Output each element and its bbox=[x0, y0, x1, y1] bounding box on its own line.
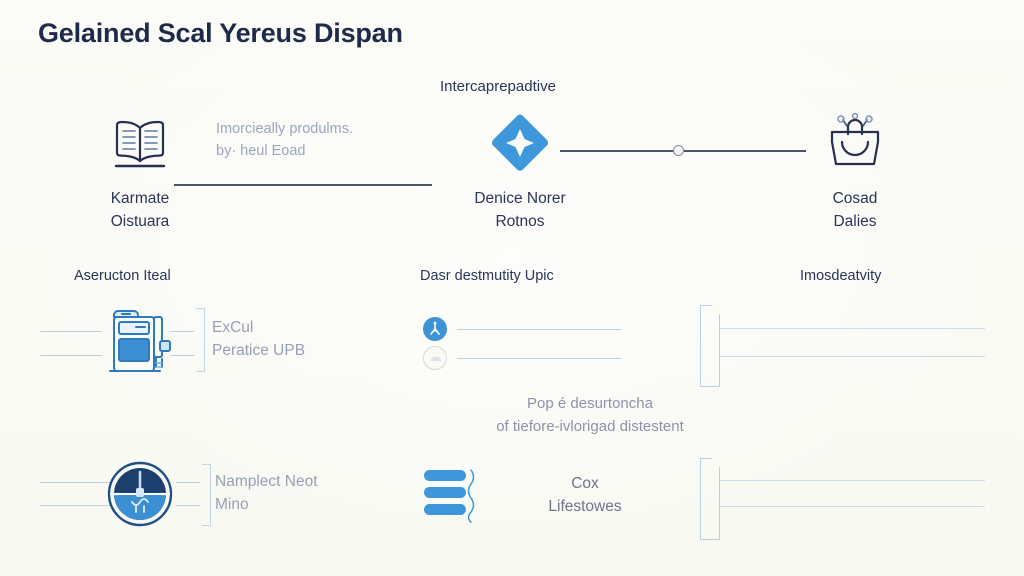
flow-node-output-label-line2: Dalies bbox=[833, 212, 877, 230]
section-header-right: Imosdeatvity bbox=[800, 268, 882, 284]
kiosk-machine-icon bbox=[100, 303, 180, 379]
placeholder-rule bbox=[40, 355, 102, 357]
flow-annotation-line2: by· heul Eoad bbox=[216, 143, 306, 160]
left-top-row-label-line1: ExCul bbox=[212, 319, 254, 336]
middle-bottom-row-label: Cox Lifestowes bbox=[505, 472, 665, 519]
placeholder-rule bbox=[170, 355, 194, 357]
placeholder-rule bbox=[170, 331, 194, 333]
page-document-icon bbox=[700, 304, 721, 387]
middle-column-caption-line2: of tiefore-ivlorigad distestent bbox=[496, 418, 684, 436]
placeholder-rule bbox=[720, 356, 985, 358]
placeholder-rule bbox=[176, 482, 200, 484]
placeholder-rule bbox=[720, 480, 985, 482]
flow-annotation: Imorcieally produlms. by· heul Eoad bbox=[216, 118, 446, 162]
placeholder-rule bbox=[176, 505, 200, 507]
flow-node-source-label: Karmate Oistuara bbox=[40, 188, 240, 234]
avatar-filled[interactable] bbox=[423, 317, 447, 341]
left-bottom-row-label-line1: Namplect Neot bbox=[215, 473, 318, 490]
arrow-source-to-process bbox=[174, 178, 442, 192]
page-title: Gelained Scal Yereus Dispan bbox=[38, 18, 403, 48]
section-header-left: Aseructon Iteal bbox=[74, 268, 171, 284]
middle-column-caption-line1: Pop é desurtoncha bbox=[527, 395, 653, 412]
flow-node-output-label-line1: Cosad bbox=[832, 190, 878, 207]
group-bracket bbox=[202, 464, 211, 526]
middle-column-caption: Pop é desurtoncha of tiefore-ivlorigad d… bbox=[455, 392, 725, 439]
blue-diamond-star-icon bbox=[420, 104, 620, 182]
group-bracket bbox=[196, 308, 205, 372]
flow-node-source-label-line1: Karmate bbox=[110, 190, 170, 207]
flow-node-process-label-line1: Denice Norer bbox=[474, 190, 566, 207]
globe-gauge-icon bbox=[106, 460, 174, 528]
basket-icon bbox=[755, 104, 955, 182]
placeholder-rule bbox=[40, 482, 110, 484]
placeholder-rule bbox=[457, 329, 621, 331]
flow-node-process-label-line2: Rotnos bbox=[495, 212, 545, 230]
placeholder-rule bbox=[457, 358, 621, 360]
placeholder-rule bbox=[720, 328, 985, 330]
left-bottom-row-label-line2: Mino bbox=[215, 496, 249, 514]
left-top-row-label-line2: Peratice UPB bbox=[212, 342, 306, 360]
placeholder-rule bbox=[720, 506, 985, 508]
avatar-outline[interactable] bbox=[423, 346, 447, 370]
flow-node-output[interactable]: Cosad Dalies bbox=[755, 104, 955, 234]
process-overlabel: Intercaprepadtive bbox=[440, 78, 556, 95]
placeholder-rule bbox=[40, 505, 110, 507]
flow-node-source-label-line2: Oistuara bbox=[110, 212, 170, 230]
page-document-icon bbox=[700, 457, 721, 540]
arrow-midpoint-dot bbox=[673, 145, 684, 156]
open-book-icon bbox=[40, 104, 240, 182]
flow-node-process[interactable]: Denice Norer Rotnos bbox=[420, 104, 620, 234]
section-header-middle: Dasr destmutity Upic bbox=[420, 268, 554, 284]
flow-node-source[interactable]: Karmate Oistuara bbox=[40, 104, 240, 234]
flow-node-output-label: Cosad Dalies bbox=[755, 188, 955, 234]
flow-annotation-line1: Imorcieally produlms. bbox=[216, 121, 353, 137]
middle-bottom-row-label-line2: Lifestowes bbox=[548, 498, 622, 516]
stacked-bars-icon bbox=[424, 469, 480, 523]
left-top-row-label: ExCul Peratice UPB bbox=[212, 316, 305, 363]
left-bottom-row-label: Namplect Neot Mino bbox=[215, 470, 318, 517]
middle-bottom-row-label-line1: Cox bbox=[571, 475, 599, 492]
placeholder-rule bbox=[40, 331, 102, 333]
flow-node-process-label: Denice Norer Rotnos bbox=[420, 188, 620, 234]
arrow-process-to-output bbox=[560, 144, 816, 158]
